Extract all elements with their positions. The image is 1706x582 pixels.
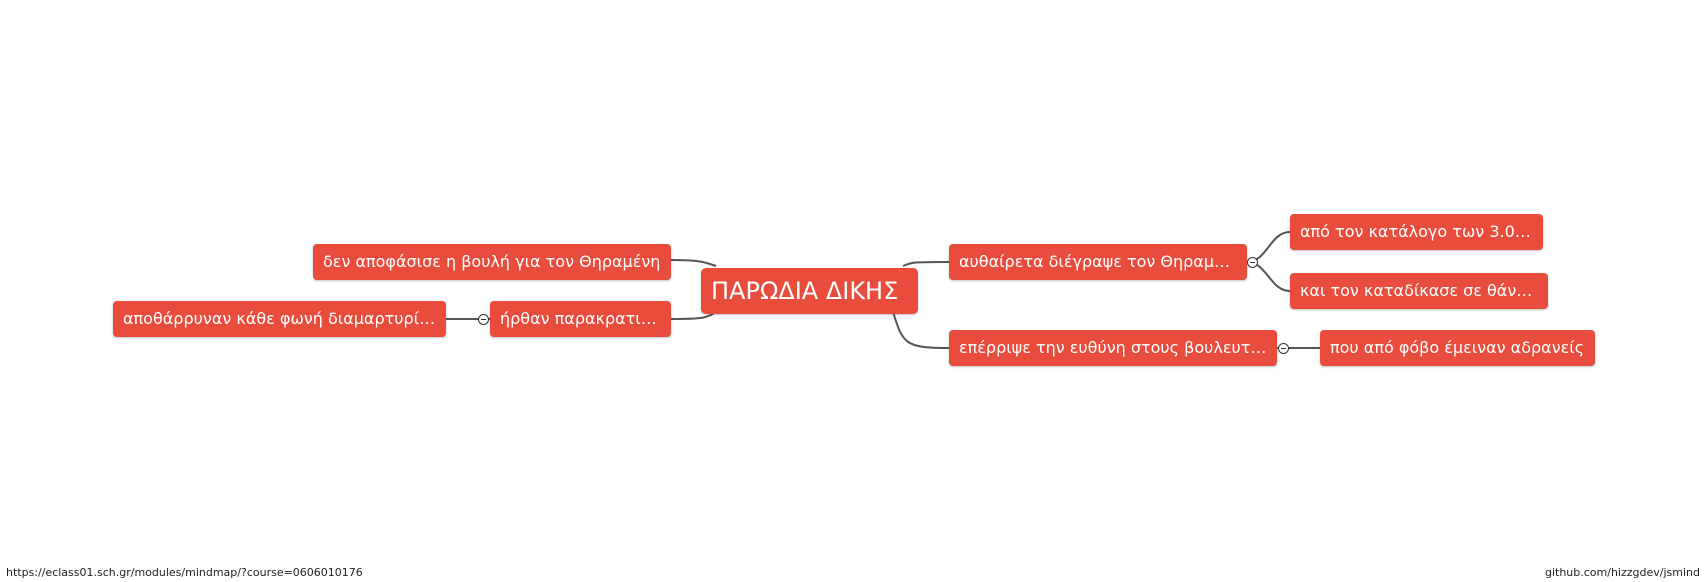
collapse-toggle-icon[interactable] — [1247, 257, 1258, 268]
connector-root-n1 — [670, 259, 717, 267]
page-url-text: https://eclass01.sch.gr/modules/mindmap/… — [6, 566, 363, 579]
node-blamed-councillors[interactable]: επέρριψε την ευθύνη στους βουλευτές — [949, 330, 1277, 366]
node-discouraged-protest[interactable]: αποθάρρυναν κάθε φωνή διαμαρτυρίας — [113, 301, 446, 337]
connector-root-n4 — [892, 311, 950, 349]
connector-root-n3 — [902, 261, 950, 267]
collapse-toggle-icon[interactable] — [478, 314, 489, 325]
collapse-toggle-icon[interactable] — [1278, 343, 1289, 354]
library-credit-link[interactable]: github.com/hizzgdev/jsmind — [1544, 566, 1700, 579]
node-fear-inaction[interactable]: που από φόβο έμειναν αδρανείς — [1320, 330, 1595, 366]
node-arbitrarily-erased[interactable]: αυθαίρετα διέγραψε τον Θηραμέ... — [949, 244, 1247, 280]
node-paramilitaries-came[interactable]: ήρθαν παρακρατικοί — [490, 301, 671, 337]
node-boule-no-decision[interactable]: δεν αποφάσισε η βουλή για τον Θηραμένη — [313, 244, 671, 280]
root-node[interactable]: ΠΑΡΩΔΙΑ ΔΙΚΗΣ — [701, 268, 918, 314]
node-death-sentence[interactable]: και τον καταδίκασε σε θάνατο — [1290, 273, 1548, 309]
node-catalogue-3000[interactable]: από τον κατάλογο των 3.000 — [1290, 214, 1543, 250]
